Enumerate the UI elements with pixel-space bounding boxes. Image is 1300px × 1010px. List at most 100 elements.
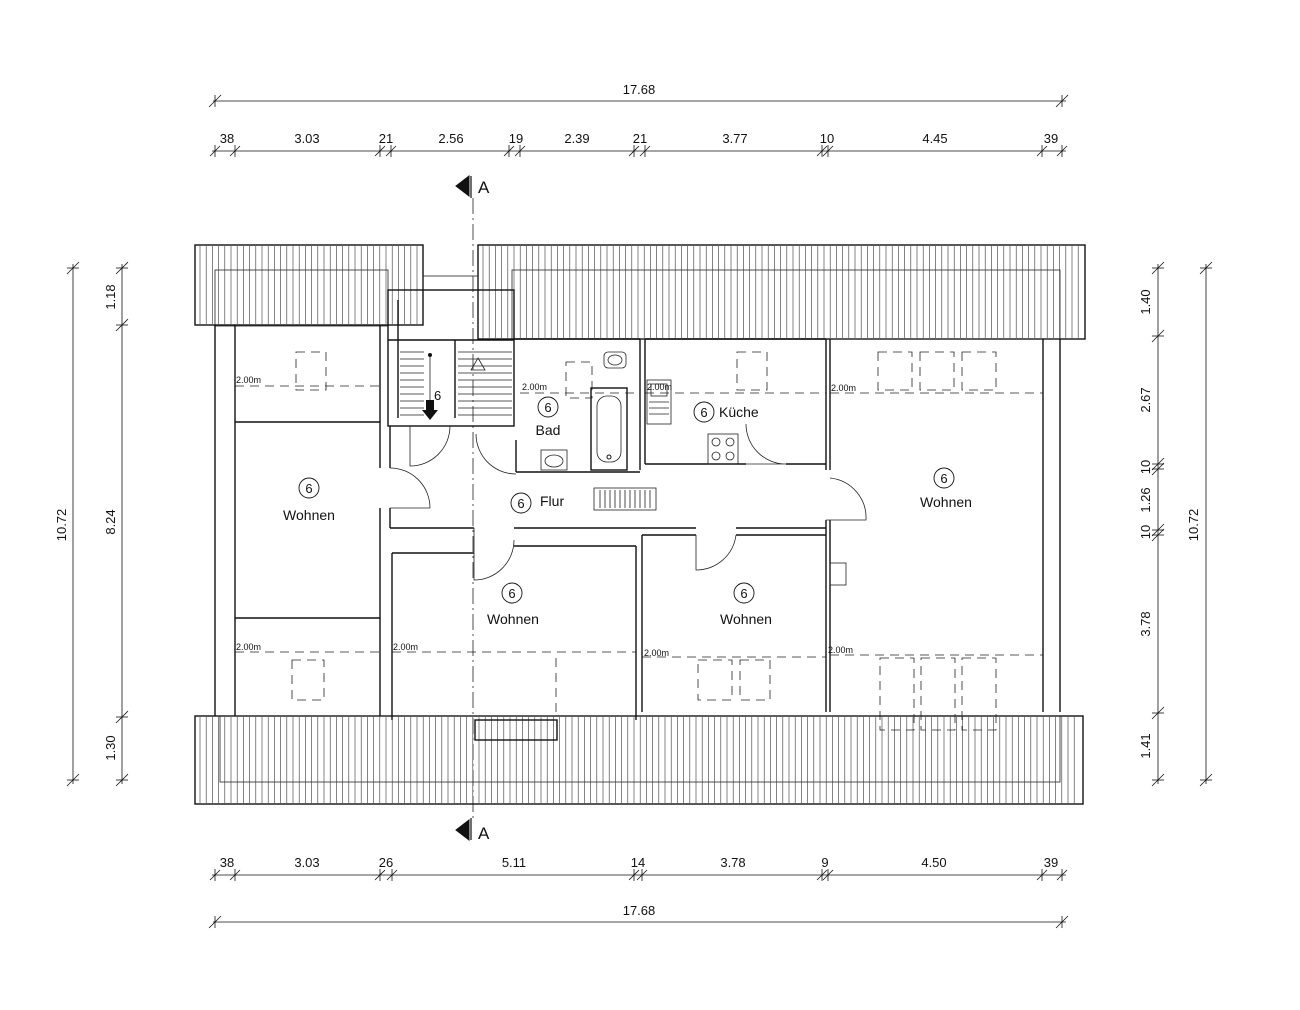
stove	[707, 433, 739, 465]
ceiling-height-mark: 2.00m	[644, 648, 669, 658]
drawing-line	[385, 145, 397, 157]
dimension-label: 19	[509, 131, 523, 146]
dimension-label: 39	[1044, 131, 1058, 146]
dimension-left-chain: 1.18 8.24 1.30	[103, 261, 129, 787]
roof-eave-top-left	[194, 244, 424, 327]
dimension-bottom-chain: 38 3.03 26 5.11 14 3.78 9 4.50 39	[209, 855, 1068, 881]
dimension-label: 21	[633, 131, 647, 146]
room-label-wohnen-west: 6 Wohnen	[283, 477, 335, 523]
washbasin	[540, 449, 568, 471]
dimension-label: 3.03	[294, 131, 319, 146]
ceiling-height-mark: 2.00m	[522, 382, 547, 392]
dimension-right-total: 10.72	[1186, 261, 1213, 787]
ceiling-height-mark: 2.00m	[831, 383, 856, 393]
toilet	[603, 351, 627, 369]
ceiling-height-mark: 2.00m	[236, 375, 261, 385]
drawing-line	[628, 145, 640, 157]
dimension-label: 2.56	[438, 131, 463, 146]
dimension-label: 21	[379, 131, 393, 146]
room-name: Flur	[540, 493, 564, 509]
dimension-label: 5.11	[502, 855, 526, 870]
dimension-label: 1.26	[1138, 487, 1153, 512]
drawing-line	[209, 869, 221, 881]
room-number: 6	[508, 586, 515, 601]
attic-ladder	[593, 487, 657, 511]
dimension-label: 10.72	[54, 509, 69, 542]
dimension-label: 1.40	[1138, 289, 1153, 314]
dimension-label: 38	[220, 855, 234, 870]
room-label-wohnen-mitte: 6 Wohnen	[487, 582, 539, 627]
drawing-line	[229, 145, 241, 157]
dimension-label: 4.45	[922, 131, 947, 146]
room-label-bad: 6 Bad	[536, 396, 560, 438]
room-label-wohnen-ost: 6 Wohnen	[920, 467, 972, 510]
dimension-label: 3.77	[722, 131, 747, 146]
drawing-line	[374, 869, 386, 881]
dimension-label: 2.39	[564, 131, 589, 146]
dimension-right-chain: 1.40 2.67 10 1.26 10 3.78 1.41	[1138, 261, 1165, 787]
dimension-label: 39	[1044, 855, 1058, 870]
dimension-label: 3.78	[720, 855, 745, 870]
drawing-line	[636, 869, 648, 881]
room-number: 6	[305, 481, 312, 496]
roof-windows	[235, 351, 1043, 731]
drawing-line	[503, 145, 515, 157]
drawing-line	[386, 869, 398, 881]
section-label: A	[478, 178, 490, 197]
drawing-line	[628, 869, 640, 881]
ceiling-height-mark: 2.00m	[647, 382, 672, 392]
drawing-line	[374, 145, 386, 157]
dimension-label: 10	[1138, 460, 1153, 474]
room-name: Küche	[719, 404, 759, 420]
drawing-line	[822, 145, 834, 157]
drawing-line	[1036, 869, 1048, 881]
doors	[389, 423, 867, 581]
dimension-top-chain: 38 3.03 21 2.56 19 2.39 21 3.77 10 4.45 …	[209, 131, 1068, 157]
room-number: 6	[544, 400, 551, 415]
drawing-line	[816, 869, 828, 881]
drawing-line	[816, 145, 828, 157]
roof-eave-bottom	[194, 715, 1084, 805]
room-label-wohnen-sued: 6 Wohnen	[720, 582, 772, 627]
room-number: 6	[517, 496, 524, 511]
section-mark-bottom: A	[455, 818, 490, 843]
drawing-line	[1036, 145, 1048, 157]
room-number: 6	[740, 586, 747, 601]
room-name: Wohnen	[283, 507, 335, 523]
room-name: Wohnen	[720, 611, 772, 627]
section-mark-top: A	[455, 174, 490, 198]
room-name: Wohnen	[487, 611, 539, 627]
room-label-flur: 6 Flur	[510, 492, 564, 514]
ceiling-height-mark: 2.00m	[828, 645, 853, 655]
dimension-label: 2.67	[1138, 387, 1153, 412]
roof-eave-top-right	[477, 244, 1086, 340]
dimension-label: 38	[220, 131, 234, 146]
staircase: 6	[400, 351, 512, 420]
drawing-line	[822, 869, 834, 881]
drawing-line	[209, 145, 221, 157]
dimension-label: 8.24	[103, 509, 118, 534]
drawing-line	[639, 145, 651, 157]
dimension-label: 26	[379, 855, 393, 870]
kitchen-sink	[646, 379, 672, 425]
dimension-label: 1.30	[103, 735, 118, 760]
dimension-bottom-total: 17.68	[208, 903, 1069, 929]
drawing-line	[1056, 145, 1068, 157]
dimension-label: 14	[631, 855, 645, 870]
dimension-label: 1.18	[103, 284, 118, 309]
stair-number: 6	[434, 388, 441, 403]
dimension-label: 3.78	[1138, 611, 1153, 636]
room-label-kueche: 6 Küche	[693, 401, 759, 423]
dimension-label: 3.03	[294, 855, 319, 870]
dimension-label: 1.41	[1138, 733, 1153, 758]
room-number: 6	[700, 405, 707, 420]
drawing-line	[229, 869, 241, 881]
drawing-line	[514, 145, 526, 157]
room-name: Wohnen	[920, 494, 972, 510]
ceiling-height-mark: 2.00m	[393, 642, 418, 652]
section-label: A	[478, 824, 490, 843]
drawing-line	[1056, 869, 1068, 881]
walls	[214, 275, 1061, 741]
room-number: 6	[940, 471, 947, 486]
